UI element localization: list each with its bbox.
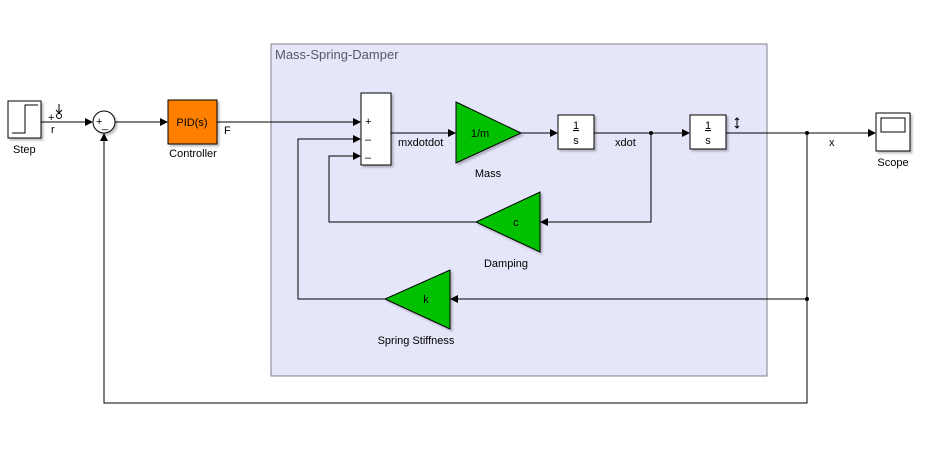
scope-label: Scope <box>877 157 908 169</box>
scope-block[interactable]: Scope <box>875 112 911 169</box>
integrator-1-num: 1 <box>573 120 579 132</box>
sum-inner[interactable]: + – – <box>360 92 392 166</box>
step-label: Step <box>13 144 36 156</box>
mass-gain-block[interactable]: 1/m Mass <box>455 101 523 180</box>
step-block[interactable]: Step <box>7 100 42 156</box>
damping-gain-block[interactable]: c Damping <box>474 191 541 270</box>
integrator-2-den: s <box>705 135 711 147</box>
mass-label: Mass <box>475 168 502 180</box>
sum-inner-sign-3: – <box>365 152 372 164</box>
signal-label-r: r <box>51 124 55 136</box>
integrator-2-block[interactable]: 1 s <box>689 114 727 150</box>
sum-inner-sign-1: + <box>365 116 371 128</box>
integrator-2-num: 1 <box>705 120 711 132</box>
signal-label-xdot: xdot <box>615 137 636 149</box>
spring-gain-block[interactable]: k Spring Stiffness <box>378 269 455 347</box>
controller-text: PID(s) <box>176 117 207 129</box>
line-feedback[interactable] <box>100 133 808 404</box>
sum-inner-sign-2: – <box>365 134 372 146</box>
controller-label: Controller <box>169 148 217 160</box>
line-xdot-to-damping[interactable] <box>540 133 652 226</box>
branch-point-x <box>805 131 809 135</box>
signal-label-mxdotdot: mxdotdot <box>398 137 443 149</box>
integrator-1-den: s <box>573 135 579 147</box>
mass-gain-text: 1/m <box>471 128 489 140</box>
spring-label: Spring Stiffness <box>378 335 455 347</box>
signal-logging-icon <box>55 104 63 119</box>
port-io-icon <box>734 117 740 129</box>
subsystem-title: Mass-Spring-Damper <box>275 47 399 62</box>
signal-label-F: F <box>224 125 231 137</box>
integrator-1-block[interactable]: 1 s <box>557 114 595 150</box>
line-spring-to-sum[interactable] <box>297 135 385 300</box>
r-port-sign: + <box>48 112 54 124</box>
line-damping-to-sum[interactable] <box>328 152 476 223</box>
branch-point-feedback <box>805 297 809 301</box>
signal-lines <box>41 118 876 404</box>
damping-label: Damping <box>484 258 528 270</box>
sum-outer[interactable]: + _ <box>92 110 116 134</box>
spring-gain-text: k <box>423 294 429 306</box>
sum-outer-sign-plus: + <box>96 116 102 128</box>
damping-gain-text: c <box>513 217 519 229</box>
controller-block[interactable]: PID(s) Controller <box>167 99 218 160</box>
branch-point-xdot <box>649 131 653 135</box>
signal-label-x: x <box>829 137 835 149</box>
sum-outer-sign-minus: _ <box>101 119 109 131</box>
